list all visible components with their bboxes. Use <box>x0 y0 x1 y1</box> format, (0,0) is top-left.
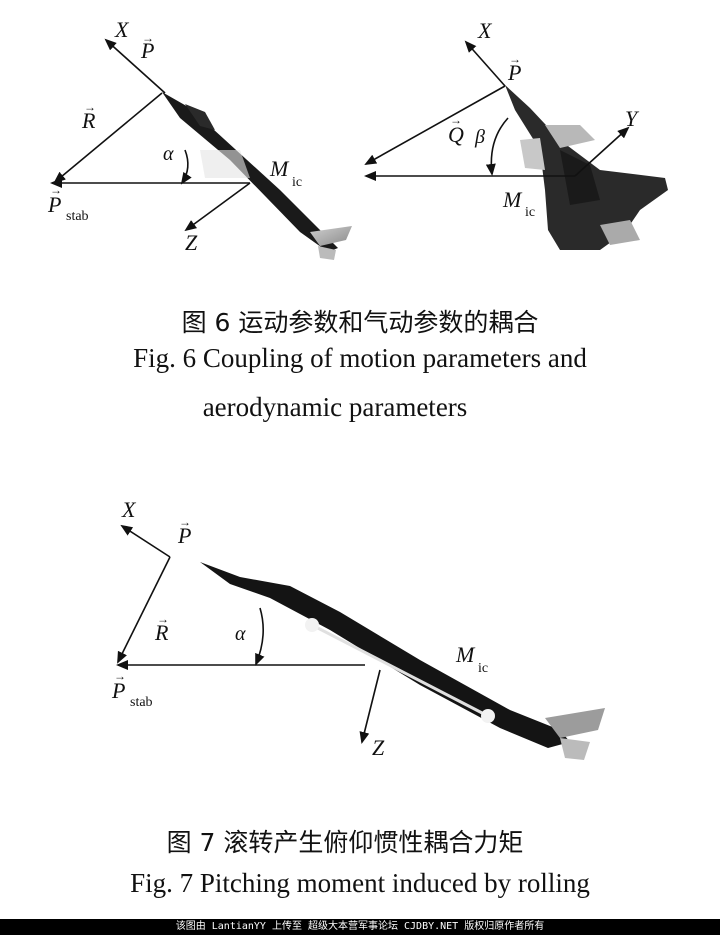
label-q: Q <box>448 122 464 147</box>
fig7-labels: X P → R → α P → stab M ic Z <box>111 497 488 760</box>
figure6-caption-cn: 图 6 运动参数和气动参数的耦合 <box>181 308 539 337</box>
label-x-axis: X <box>114 17 130 42</box>
vector-arrow-glyph: → <box>157 612 169 626</box>
vector-arrow-glyph: → <box>142 31 154 45</box>
figure7-caption-cn: 图 7 滚转产生俯仰惯性耦合力矩 <box>166 828 524 857</box>
figure6-caption-en-line1: Fig. 6 Coupling of motion parameters and <box>133 343 587 373</box>
label-resultant-r: R <box>154 620 169 645</box>
aircraft-side-view-left <box>162 92 352 260</box>
watermark-footer: 该图由 LantianYY 上传至 超级大本营军事论坛 CJDBY.NET 版权… <box>0 919 720 935</box>
label-alpha: α <box>235 623 246 645</box>
vector-arrow-glyph: → <box>179 515 191 529</box>
vector-arrow-glyph: → <box>114 669 126 683</box>
label-m-subscript: ic <box>292 175 302 190</box>
fig6-left-labels: X P → R → α P → stab M ic Z <box>47 17 302 255</box>
label-m-subscript: ic <box>478 661 488 676</box>
vector-arrow-glyph: → <box>84 100 96 114</box>
label-x-axis: X <box>121 497 137 522</box>
label-beta: β <box>474 126 485 148</box>
aircraft-top-view-right <box>505 85 668 250</box>
label-alpha: α <box>163 143 174 165</box>
label-p-stab-subscript: stab <box>130 695 153 710</box>
label-p-stab: P <box>111 678 125 703</box>
label-x-axis: X <box>477 18 493 43</box>
vector-arrow-glyph: → <box>50 183 62 197</box>
label-m: M <box>455 642 476 667</box>
vector-arrow-glyph: → <box>509 52 521 66</box>
figure6-diagram: X P → R → α P → stab M ic Z X P → Q → β … <box>47 17 668 260</box>
label-m: M <box>269 156 290 181</box>
figure6-caption-en-line2: aerodynamic parameters <box>202 392 468 422</box>
label-m-subscript: ic <box>525 205 535 220</box>
label-resultant-r: R <box>81 108 96 133</box>
figure7-diagram: X P → R → α P → stab M ic Z <box>111 497 605 760</box>
label-p-stab-subscript: stab <box>66 209 89 224</box>
label-p-stab: P <box>47 192 61 217</box>
label-z-axis: Z <box>185 230 198 255</box>
label-y-axis: Y <box>625 106 640 131</box>
label-z-axis: Z <box>372 735 385 760</box>
figure7-caption-en: Fig. 7 Pitching moment induced by rollin… <box>130 868 590 898</box>
label-thrust-p: P <box>140 38 154 63</box>
label-thrust-p: P <box>177 523 191 548</box>
vector-arrow-glyph: → <box>450 113 462 127</box>
fig6-right-labels: X P → Q → β Y M ic <box>448 18 640 220</box>
mass-point-front <box>305 618 319 632</box>
label-thrust-p: P <box>507 60 521 85</box>
label-m: M <box>502 187 523 212</box>
aircraft-side-view <box>200 562 605 760</box>
mass-point-rear <box>481 709 495 723</box>
